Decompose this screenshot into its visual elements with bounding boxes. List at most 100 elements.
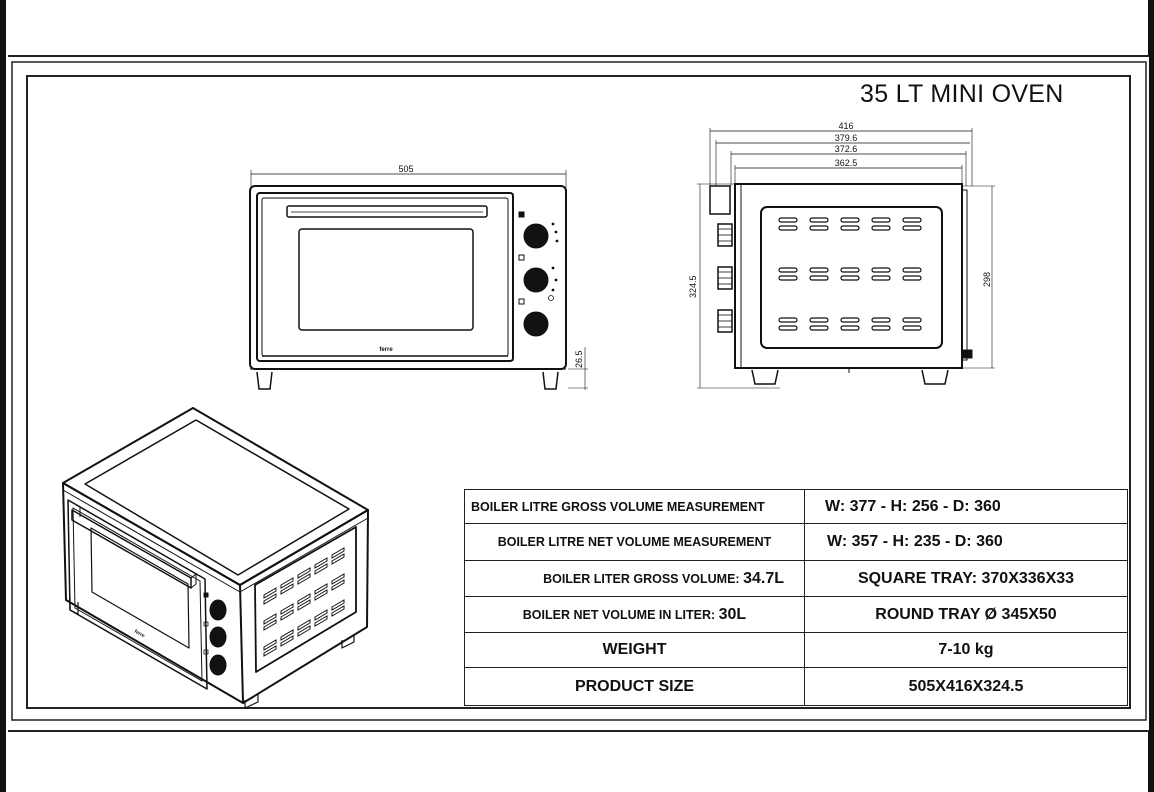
vent-slot	[809, 217, 829, 223]
table-row: BOILER LITER GROSS VOLUME: 34.7L SQUARE …	[464, 560, 1128, 597]
vent-slot	[778, 267, 798, 273]
spec-label: PRODUCT SIZE	[464, 667, 805, 706]
vent-slot	[902, 217, 922, 223]
vent-slot	[263, 645, 277, 657]
spec-label-text: WEIGHT	[602, 641, 667, 658]
vent-slot	[809, 225, 829, 231]
vent-slot	[297, 573, 311, 585]
vent-slot	[331, 605, 345, 617]
vent-slot	[314, 609, 328, 621]
vent-slot	[263, 613, 277, 625]
vent-slot	[331, 579, 345, 591]
side-dim-362: 362.5	[835, 158, 858, 168]
spec-label-text: PRODUCT SIZE	[574, 677, 695, 695]
vent-slot	[331, 553, 345, 565]
vent-slot	[809, 325, 829, 331]
side-dim-416: 416	[838, 121, 853, 131]
table-row: BOILER NET VOLUME IN LITER: 30L ROUND TR…	[464, 596, 1128, 633]
vent-slot	[778, 275, 798, 281]
vent-slot	[297, 593, 311, 605]
right-dark-strip	[1148, 0, 1154, 792]
spec-value: 7-10 kg	[804, 632, 1128, 668]
spec-value: 505X416X324.5	[804, 667, 1128, 706]
table-row: WEIGHT 7-10 kg	[464, 632, 1128, 668]
table-row: BOILER LITRE GROSS VOLUME MEASUREMENT W:…	[464, 489, 1128, 524]
vent-slot	[297, 619, 311, 631]
vent-slot	[840, 267, 860, 273]
front-brand-logo: ferre	[379, 347, 393, 353]
side-vent-grid	[778, 217, 922, 331]
table-row: BOILER LITRE NET VOLUME MEASUREMENT W: 3…	[464, 523, 1128, 561]
vent-slot	[840, 225, 860, 231]
vent-slot	[263, 639, 277, 651]
vent-slot	[871, 225, 891, 231]
vent-slot	[314, 563, 328, 575]
vent-slot	[809, 267, 829, 273]
vent-slot	[902, 225, 922, 231]
vent-slot	[840, 325, 860, 331]
spec-label-text: BOILER LITRE GROSS VOLUME MEASUREMENT	[471, 499, 765, 514]
iso-vent-grid	[263, 547, 345, 657]
spec-value: W: 357 - H: 235 - D: 360	[804, 523, 1128, 561]
spec-label-value: 34.7L	[743, 569, 784, 587]
vent-slot	[871, 267, 891, 273]
spec-label: BOILER LITRE GROSS VOLUME MEASUREMENT	[464, 489, 805, 524]
vent-slot	[280, 629, 294, 641]
spec-label: WEIGHT	[464, 632, 805, 668]
vent-slot	[263, 587, 277, 599]
vent-slot	[809, 275, 829, 281]
vent-slot	[871, 325, 891, 331]
vent-slot	[778, 217, 798, 223]
vent-slot	[280, 603, 294, 615]
vent-slot	[902, 317, 922, 323]
table-row: PRODUCT SIZE 505X416X324.5	[464, 667, 1128, 706]
vent-slot	[871, 217, 891, 223]
side-dim-372: 372.6	[835, 144, 858, 154]
specs-table: BOILER LITRE GROSS VOLUME MEASUREMENT W:…	[464, 489, 1128, 706]
spec-label-text: BOILER LITER GROSS VOLUME:	[543, 571, 744, 586]
vent-slot	[314, 583, 328, 595]
side-height-dim: 324.5	[688, 275, 698, 298]
vent-slot	[331, 547, 345, 559]
vent-slot	[809, 317, 829, 323]
vent-slot	[280, 577, 294, 589]
spec-label-text: BOILER NET VOLUME IN LITER:	[522, 607, 719, 622]
vent-slot	[840, 275, 860, 281]
inner-frame	[26, 75, 1131, 709]
vent-slot	[902, 325, 922, 331]
page-title: 35 LT MINI OVEN	[860, 80, 1064, 108]
spec-value: W: 377 - H: 256 - D: 360	[804, 489, 1128, 524]
vent-slot	[263, 593, 277, 605]
spec-label: BOILER LITER GROSS VOLUME: 34.7L	[464, 560, 805, 597]
vent-slot	[331, 599, 345, 611]
iso-brand-logo: ferre	[133, 629, 146, 640]
vent-slot	[314, 589, 328, 601]
vent-slot	[263, 619, 277, 631]
spec-value: ROUND TRAY Ø 345X50	[804, 596, 1128, 633]
spec-label-text: BOILER LITRE NET VOLUME MEASUREMENT	[497, 535, 772, 549]
vent-slot	[871, 317, 891, 323]
vent-slot	[871, 275, 891, 281]
outer-frame	[11, 61, 1147, 721]
vent-slot	[280, 635, 294, 647]
isometric-view: ferre	[62, 407, 369, 709]
spec-label: BOILER LITRE NET VOLUME MEASUREMENT	[464, 523, 805, 561]
spec-label: BOILER NET VOLUME IN LITER: 30L	[464, 596, 805, 633]
vent-slot	[902, 275, 922, 281]
side-dim-379: 379.6	[835, 133, 858, 143]
vent-slot	[778, 317, 798, 323]
vent-slot	[297, 567, 311, 579]
vent-slot	[902, 267, 922, 273]
left-dark-strip	[0, 0, 6, 792]
front-foot-dim: 26.5	[574, 350, 584, 368]
vent-slot	[778, 225, 798, 231]
vent-slot	[840, 217, 860, 223]
side-view: 416 379.6 372.6 362.5 324.5 298	[688, 121, 995, 389]
vent-slot	[314, 557, 328, 569]
side-inner-height-dim: 298	[982, 272, 992, 287]
spec-label-value: 30L	[718, 605, 747, 623]
vent-slot	[280, 583, 294, 595]
vent-slot	[280, 609, 294, 621]
vent-slot	[778, 325, 798, 331]
